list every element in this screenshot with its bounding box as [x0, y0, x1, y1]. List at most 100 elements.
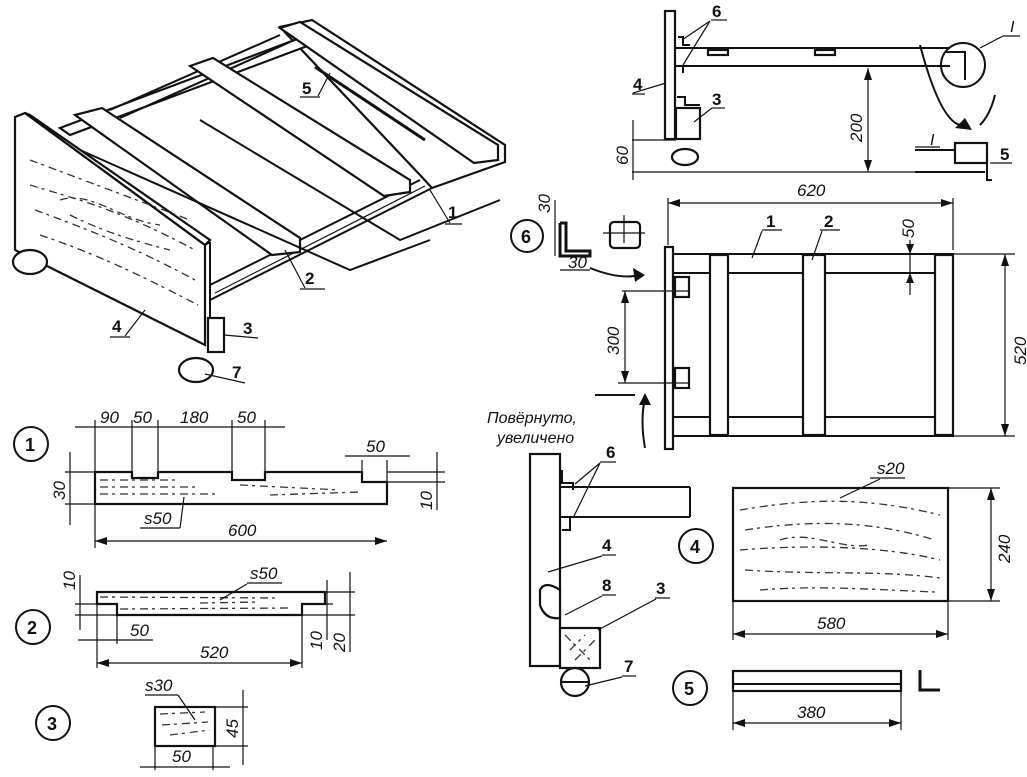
dim-1-10: 10 — [417, 491, 436, 510]
section-view: 6 4 8 3 7 — [528, 443, 691, 698]
part-4-shape — [731, 486, 950, 603]
dim-3-50: 50 — [172, 747, 191, 766]
dim-1-50b: 50 — [237, 408, 256, 427]
sec-callout-6: 6 — [572, 443, 616, 519]
part-2-circle — [15, 609, 51, 645]
iso-panel-grain — [29, 159, 199, 306]
iso-crossbar-2 — [187, 56, 412, 198]
dim-4-240: 240 — [995, 534, 1014, 564]
dim-6-width: 30 — [568, 253, 587, 272]
section-block-3 — [558, 626, 602, 670]
part-6-angle — [558, 221, 592, 258]
dim-1-90: 90 — [100, 408, 119, 427]
svg-text:6: 6 — [606, 443, 615, 462]
part-3: 3 45 50 s30 — [35, 676, 248, 770]
dim-5-380: 380 — [797, 703, 826, 722]
part-6-circle — [510, 219, 544, 253]
dim-1-600: 600 — [228, 521, 257, 540]
dim-2-50: 50 — [130, 621, 149, 640]
section-panel-4 — [528, 452, 562, 668]
dim-6-height: 30 — [535, 194, 554, 213]
side-callout-6: 6 — [681, 2, 727, 66]
svg-text:3: 3 — [47, 714, 57, 734]
top-crossbar-3 — [933, 253, 955, 437]
part-3-circle — [35, 705, 71, 741]
dim-60: 60 — [613, 146, 632, 165]
part-1-shape — [93, 470, 389, 506]
section-fastener-8 — [538, 583, 562, 620]
dim-1-50c: 50 — [366, 437, 385, 456]
dim-2-20: 20 — [330, 633, 349, 653]
dim-50: 50 — [899, 219, 918, 238]
svg-text:7: 7 — [624, 657, 633, 676]
part-1-circle — [13, 426, 49, 462]
dim-3-s30: s30 — [145, 676, 173, 695]
iso-callout-5: 5 — [300, 72, 331, 98]
svg-text:4: 4 — [690, 537, 700, 557]
svg-text:5: 5 — [1000, 145, 1009, 164]
part-6: 6 30 30 — [510, 194, 645, 272]
svg-text:6: 6 — [521, 227, 531, 247]
part-5: 5 380 — [672, 669, 940, 730]
part-4-circle — [678, 528, 714, 564]
iso-crossbar-1 — [72, 106, 302, 257]
top-crossbar-2 — [801, 253, 827, 437]
side-callout-5: 5 — [990, 145, 1012, 164]
svg-text:6: 6 — [712, 2, 721, 21]
iso-angle-5 — [314, 65, 426, 142]
svg-text:2: 2 — [305, 269, 314, 288]
side-callout-3: 3 — [693, 90, 725, 123]
svg-text:I: I — [930, 132, 935, 149]
dim-2-10a: 10 — [60, 571, 79, 590]
iso-callout-3: 3 — [223, 319, 259, 339]
iso-callout-4: 4 — [110, 309, 146, 338]
top-panel-4 — [663, 245, 675, 451]
side-block-3 — [674, 106, 702, 141]
svg-text:3: 3 — [712, 90, 721, 109]
iso-panel-4 — [13, 111, 207, 347]
iso-front-rail — [209, 187, 433, 301]
sec-callout-8: 8 — [564, 576, 616, 616]
sec-callout-4: 4 — [547, 536, 616, 573]
detail-circle-I — [940, 42, 986, 88]
svg-text:увеличено: увеличено — [496, 430, 574, 447]
dim-2-s50: s50 — [250, 564, 278, 583]
iso-crossbar-3 — [277, 20, 500, 165]
top-bracket-lower — [673, 366, 691, 390]
side-panel-4 — [663, 9, 677, 141]
part-5-profile — [918, 670, 940, 692]
side-wheel — [670, 147, 700, 167]
detail-I-enlarged — [953, 141, 989, 165]
svg-text:1: 1 — [25, 435, 35, 455]
iso-callout-1: 1 — [429, 189, 462, 225]
part-4-grain — [739, 500, 941, 593]
part-5-circle — [672, 670, 708, 706]
sec-callout-3: 3 — [597, 579, 670, 631]
side-detail-mark: I I — [915, 19, 1020, 149]
part-4: 4 240 580 s20 — [678, 459, 1014, 640]
dim-1-s50: s50 — [144, 509, 172, 528]
dim-1-50a: 50 — [133, 408, 152, 427]
dim-520: 520 — [1011, 336, 1027, 365]
svg-text:1: 1 — [766, 212, 775, 231]
svg-text:2: 2 — [824, 212, 833, 231]
isometric-view: 5 1 2 4 3 7 — [11, 18, 507, 384]
svg-text:1: 1 — [448, 203, 457, 222]
svg-text:4: 4 — [112, 317, 122, 336]
dim-300: 300 — [604, 326, 623, 355]
part-2: 2 50 10 520 10 20 s50 — [15, 564, 355, 668]
svg-text:7: 7 — [232, 363, 241, 382]
svg-text:Повёрнуто,: Повёрнуто, — [487, 410, 577, 427]
iso-wheel-left — [11, 248, 49, 276]
iso-callout-2: 2 — [284, 249, 325, 290]
dim-200: 200 — [847, 113, 866, 143]
iso-block-3 — [206, 316, 226, 354]
svg-text:4: 4 — [633, 75, 643, 94]
svg-text:I: I — [1010, 19, 1015, 36]
dim-1-30: 30 — [50, 481, 69, 500]
svg-text:2: 2 — [27, 618, 37, 638]
dim-2-10b: 10 — [307, 631, 326, 650]
svg-text:8: 8 — [602, 576, 611, 595]
top-bracket-upper — [673, 275, 691, 299]
svg-text:3: 3 — [243, 319, 252, 338]
